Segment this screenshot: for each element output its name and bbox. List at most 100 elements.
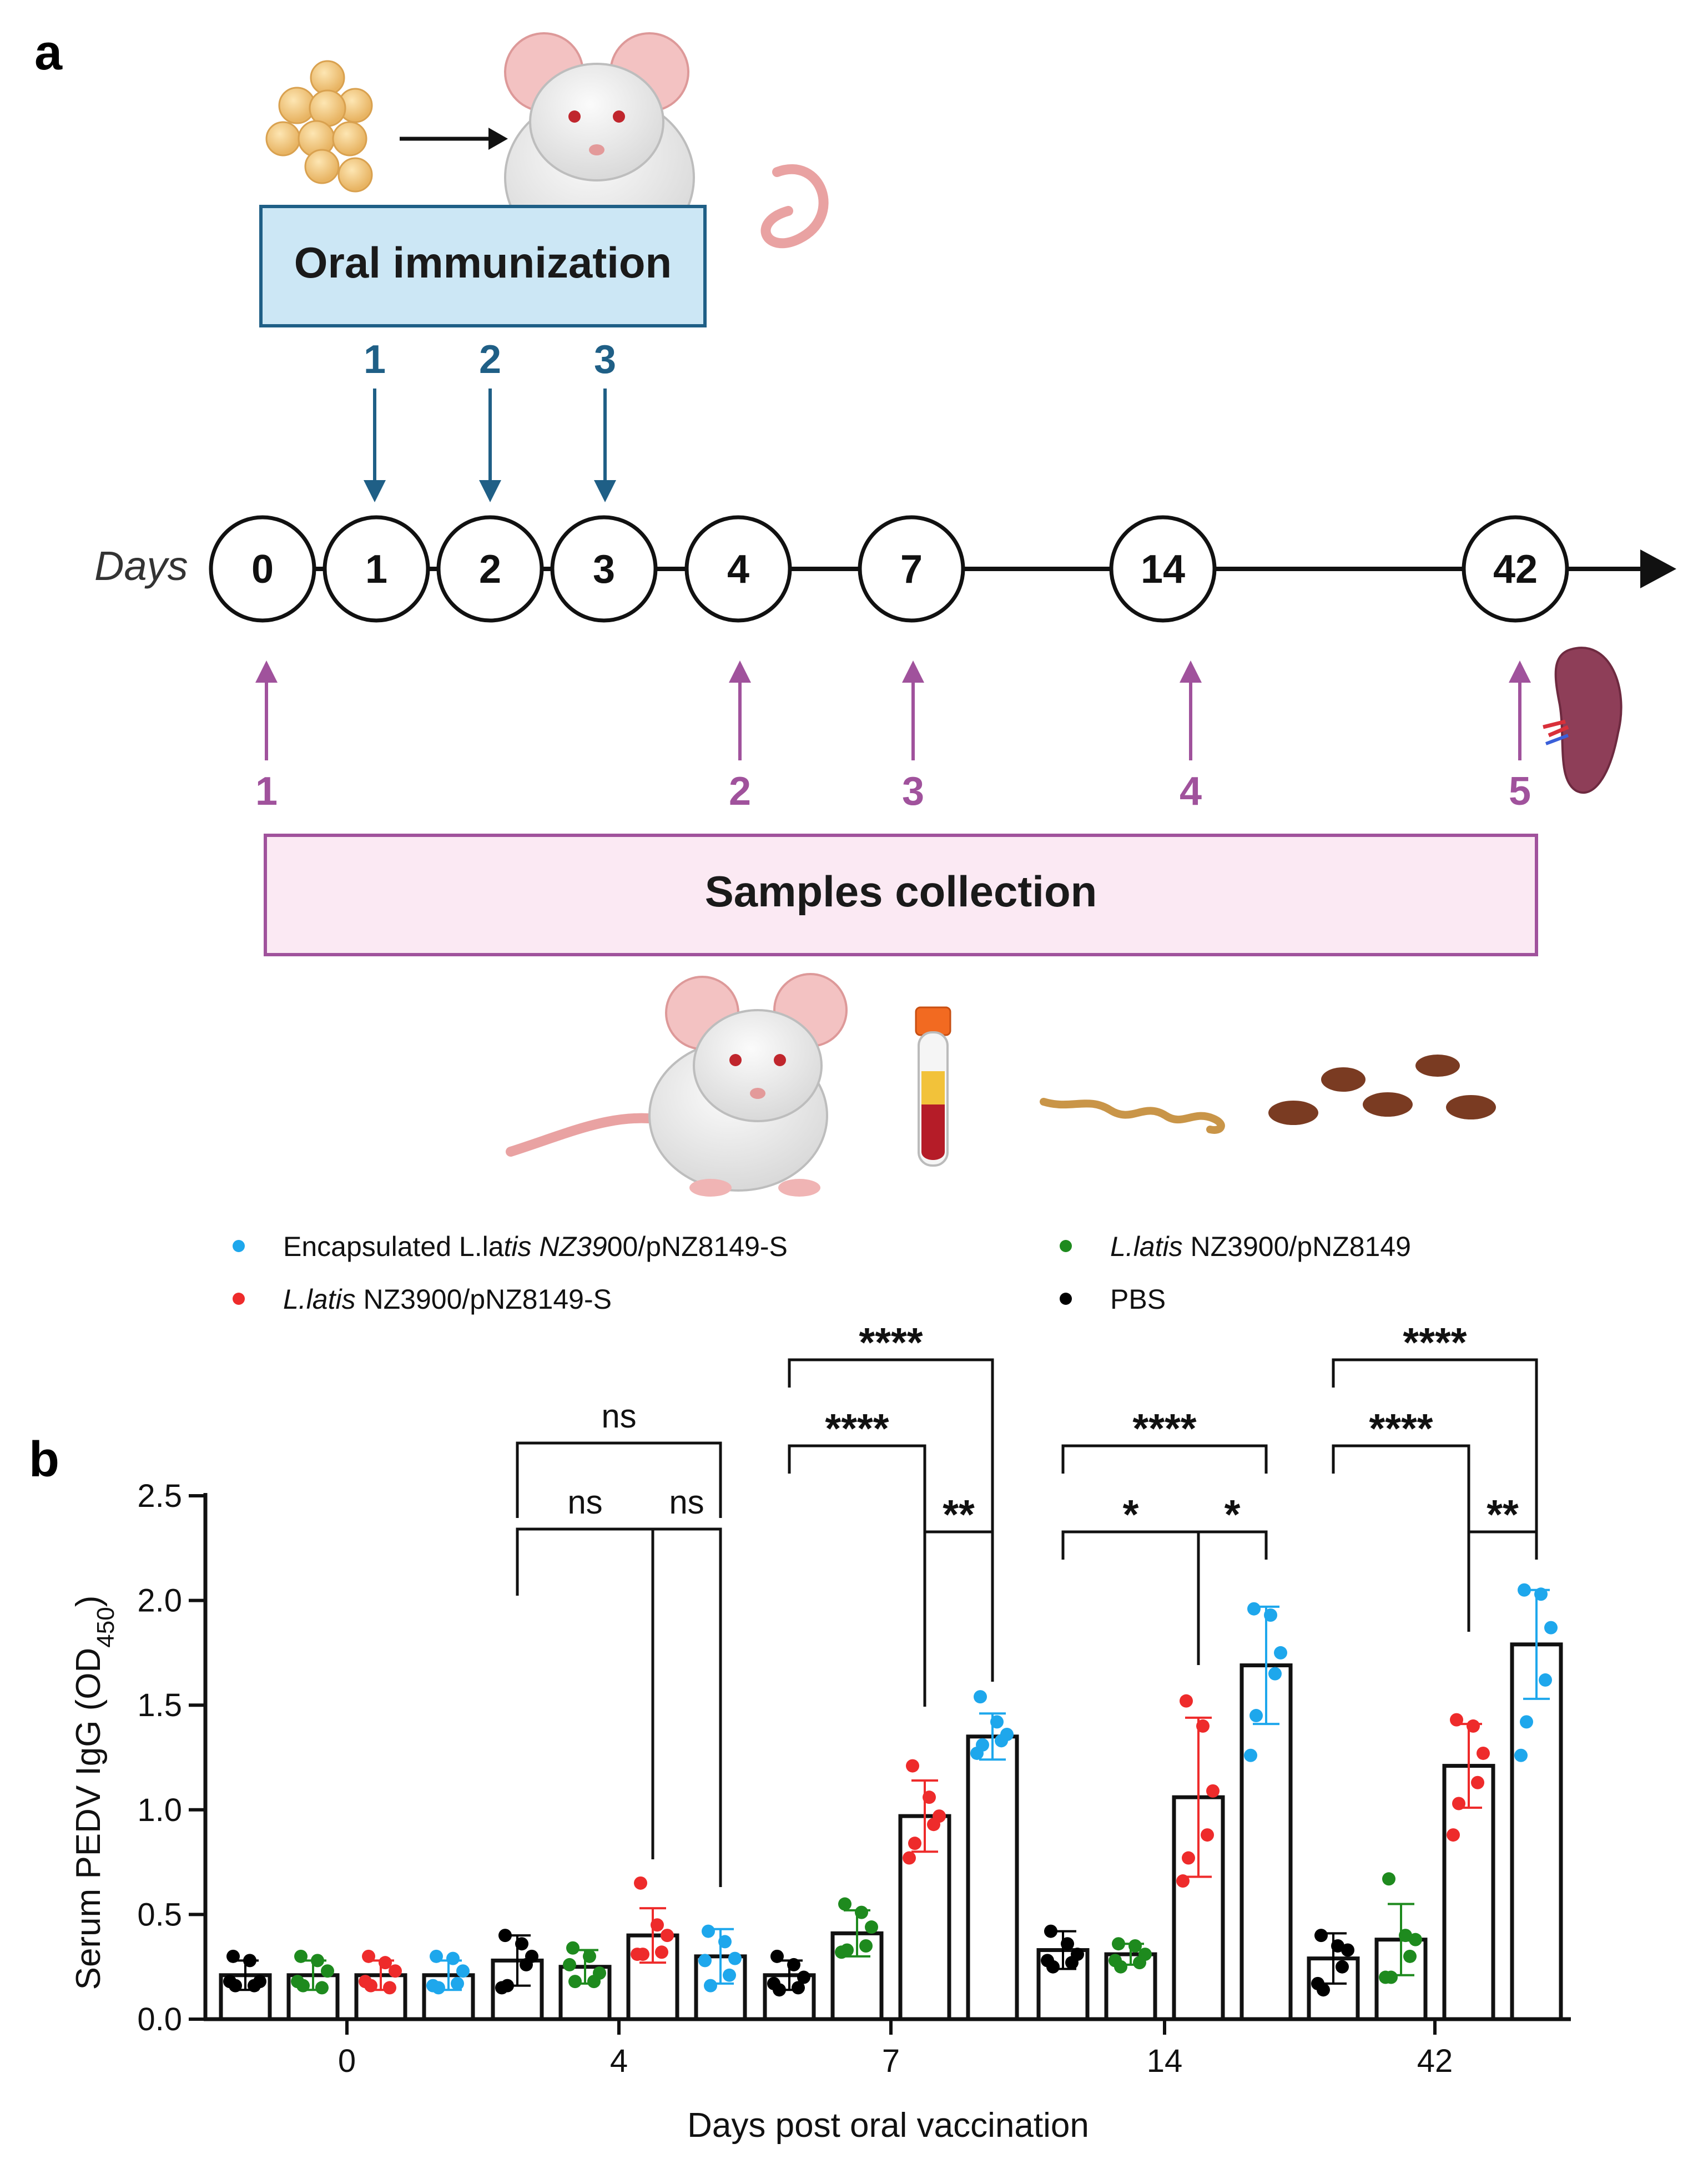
data-point (1201, 1828, 1214, 1842)
data-point (903, 1851, 916, 1865)
x-tick-label: 0 (338, 2043, 356, 2079)
data-point (1182, 1851, 1195, 1865)
data-point (1534, 1587, 1548, 1601)
y-tick-label: 0.5 (137, 1897, 182, 1933)
significance-label: **** (825, 1405, 889, 1451)
data-point (1518, 1583, 1531, 1597)
data-point (389, 1964, 402, 1978)
significance-label: ns (567, 1484, 602, 1521)
data-point (1206, 1784, 1220, 1798)
data-point (702, 1924, 715, 1938)
data-point (1061, 1937, 1074, 1951)
data-point (1133, 1956, 1146, 1970)
data-point (248, 1979, 261, 1993)
data-point (1403, 1949, 1417, 1963)
significance-label: ** (1487, 1491, 1519, 1537)
data-point (995, 1734, 1008, 1748)
data-point (927, 1818, 940, 1832)
collection-point-4: 4 (1180, 769, 1202, 814)
collection-markers: 1 2 3 4 5 (255, 660, 1531, 814)
data-point (383, 1981, 396, 1995)
data-point (1379, 1970, 1392, 1984)
data-point (451, 1976, 464, 1990)
significance-bracket (516, 1527, 654, 1859)
data-point (1196, 1719, 1210, 1733)
data-point (1244, 1748, 1257, 1762)
data-point (1452, 1797, 1465, 1810)
data-point (379, 1956, 392, 1970)
y-tick-label: 0.0 (137, 2001, 182, 2037)
data-point (321, 1964, 334, 1978)
oral-immunization-title: Oral immunization (294, 238, 672, 287)
day-node: 14 (1109, 515, 1217, 623)
data-point (291, 1975, 304, 1989)
day-label: 0 (251, 547, 274, 592)
day-node: 42 (1462, 515, 1569, 623)
data-point (1112, 1937, 1125, 1951)
data-point (1176, 1874, 1190, 1888)
data-point (223, 1975, 236, 1989)
samples-collection-title: Samples collection (705, 867, 1097, 916)
legend-marker (1060, 1240, 1072, 1252)
data-point (651, 1918, 664, 1932)
significance-bracket (1332, 1358, 1538, 1549)
data-point (1539, 1673, 1552, 1687)
intestine-icon (1040, 1098, 1225, 1134)
days-label: Days (94, 543, 188, 589)
legend-marker (233, 1293, 245, 1305)
panel-b: b Encapsulated L.latis NZ3900/pNZ8149-S … (29, 1231, 1571, 2145)
data-point (1180, 1694, 1193, 1708)
data-point (728, 1951, 742, 1965)
significance-label: ns (601, 1398, 636, 1435)
significance-label: ns (669, 1484, 704, 1521)
data-point (835, 1945, 848, 1959)
data-point (1467, 1719, 1480, 1733)
data-point (923, 1790, 936, 1804)
legend-entry: PBS (1110, 1284, 1166, 1315)
data-point (990, 1715, 1004, 1729)
data-point (243, 1954, 256, 1968)
day-label: 7 (900, 547, 923, 592)
data-point (970, 1746, 984, 1760)
day-label: 3 (593, 547, 615, 592)
day-node: 0 (209, 515, 316, 623)
data-point (767, 1976, 780, 1990)
day-node: 4 (684, 515, 792, 623)
immunization-dose-3: 3 (594, 337, 616, 382)
data-point (787, 1958, 800, 1971)
significance-bracket (923, 1530, 994, 1565)
data-point (906, 1759, 919, 1773)
collection-point-2: 2 (729, 769, 751, 814)
data-point (495, 1981, 508, 1995)
data-point (294, 1949, 308, 1963)
day-label: 14 (1141, 547, 1185, 592)
data-point (1264, 1608, 1277, 1622)
significance-bracket (651, 1527, 722, 1887)
bar (966, 1734, 1019, 2021)
x-axis-title: Days post oral vaccination (687, 2106, 1089, 2145)
data-point (426, 1979, 440, 1993)
data-point (587, 1975, 601, 1989)
oral-immunization-box (259, 205, 707, 327)
significance-bracket (1332, 1444, 1470, 1632)
day-label: 2 (479, 547, 501, 592)
data-point (698, 1954, 712, 1968)
data-point (704, 1979, 717, 1993)
data-point (1447, 1828, 1460, 1842)
data-point (634, 1876, 647, 1890)
immunization-dose-2: 2 (479, 337, 501, 382)
data-point (359, 1975, 372, 1989)
significance-label: * (1123, 1491, 1139, 1537)
timeline-arrowhead (1640, 549, 1676, 588)
data-point (974, 1690, 987, 1704)
data-point (770, 1949, 784, 1963)
y-tick-label: 1.0 (137, 1792, 182, 1828)
collection-point-1: 1 (255, 769, 278, 814)
data-point (655, 1945, 668, 1959)
data-point (362, 1949, 375, 1963)
data-point (1450, 1713, 1463, 1727)
data-point (315, 1981, 329, 1995)
immunization-markers: 1 2 3 (364, 337, 616, 502)
day-node: 2 (436, 515, 544, 623)
data-point (1065, 1956, 1079, 1970)
